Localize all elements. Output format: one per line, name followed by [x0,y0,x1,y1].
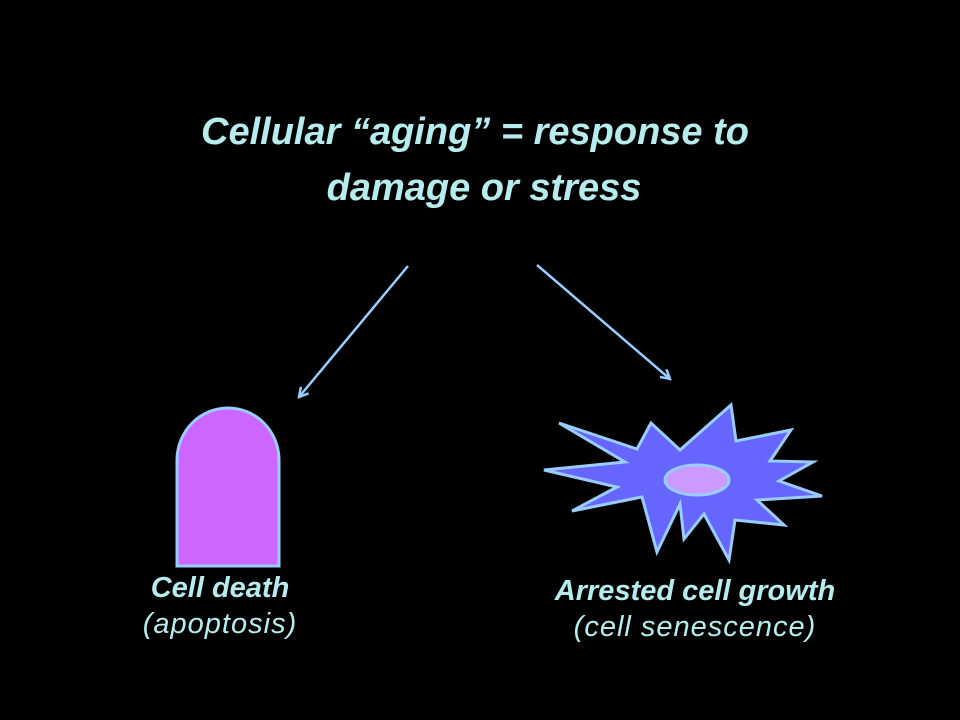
title-line-1: Cellular “aging” = response to [201,111,749,153]
title-line-2: damage or stress [326,167,642,209]
arrow-to-arrested-growth [536,264,670,379]
slide-title: Cellular “aging” = response to damage or… [0,104,960,216]
arrested-growth-label: Arrested cell growth (cell senescence) [490,573,900,645]
cell-death-subtitle: (apoptosis) [142,608,298,640]
arrested-growth-title: Arrested cell growth [554,575,836,607]
cell-death-title: Cell death [150,572,290,604]
arrow-to-cell-death [299,265,409,397]
cell-nucleus-shape [663,463,731,497]
cell-death-label: Cell death (apoptosis) [100,570,340,642]
arrested-growth-subtitle: (cell senescence) [573,611,817,643]
apoptotic-cell-shape [175,406,281,568]
